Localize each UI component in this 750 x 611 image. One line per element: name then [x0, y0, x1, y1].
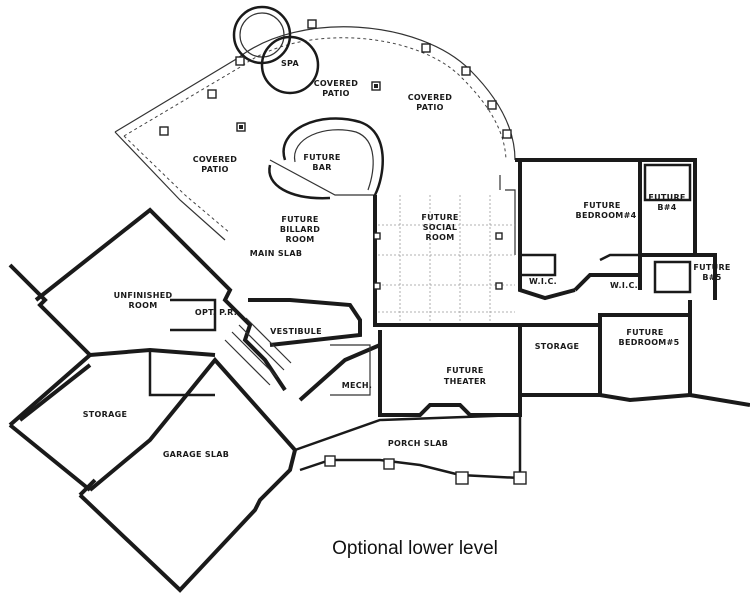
label-unfinished-1: UNFINISHED: [114, 291, 173, 300]
future-bar: [268, 117, 384, 200]
room-labels: SPA COVERED PATIO COVERED PATIO COVERED …: [83, 59, 731, 459]
exterior-walls: [8, 158, 750, 593]
label-covered-patio-3b: PATIO: [201, 165, 228, 174]
label-future-social-2: SOCIAL: [423, 223, 458, 232]
label-future-social-1: FUTURE: [421, 213, 458, 222]
label-covered-patio-2: COVERED: [408, 93, 453, 102]
label-main-slab: MAIN SLAB: [250, 249, 302, 258]
label-spa: SPA: [281, 59, 299, 68]
label-future-billiard-3: ROOM: [286, 235, 315, 244]
label-covered-patio-1b: PATIO: [322, 89, 349, 98]
label-future-bedroom5-1: FUTURE: [626, 328, 663, 337]
label-future-billiard-1: FUTURE: [281, 215, 318, 224]
label-covered-patio-1: COVERED: [314, 79, 359, 88]
label-future-ba4-2: B#4: [657, 203, 676, 212]
label-vestibule: VESTIBULE: [270, 327, 322, 336]
label-future-bar: FUTURE: [303, 153, 340, 162]
spa: [232, 5, 320, 95]
label-garage-slab: GARAGE SLAB: [163, 450, 229, 459]
label-future-theater-2: THEATER: [444, 377, 486, 386]
label-storage-2: STORAGE: [83, 410, 128, 419]
label-covered-patio-2b: PATIO: [416, 103, 443, 112]
label-unfinished-2: ROOM: [129, 301, 158, 310]
porch-posts: [324, 455, 527, 485]
label-future-bedroom4-1: FUTURE: [583, 201, 620, 210]
label-wic-2: W.I.C.: [610, 281, 638, 290]
label-future-social-3: ROOM: [426, 233, 455, 242]
label-future-bedroom4-2: BEDROOM#4: [576, 211, 637, 220]
social-room-grid: [373, 195, 515, 322]
label-covered-patio-3: COVERED: [193, 155, 238, 164]
label-storage-1: STORAGE: [535, 342, 580, 351]
interior-walls: [148, 163, 692, 397]
label-future-ba4-1: FUTURE: [648, 193, 685, 202]
label-mech: MECH.: [342, 381, 373, 390]
label-porch-slab: PORCH SLAB: [388, 439, 448, 448]
caption: Optional lower level: [332, 538, 498, 559]
label-future-ba5-1: FUTURE: [693, 263, 730, 272]
label-future-bedroom5-2: BEDROOM#5: [619, 338, 680, 347]
label-future-billiard-2: BILLARD: [280, 225, 320, 234]
covered-patio-outline: [114, 26, 516, 241]
label-future-theater-1: FUTURE: [446, 366, 483, 375]
label-wic-1: W.I.C.: [529, 277, 557, 286]
label-future-ba5-2: B#5: [702, 273, 721, 282]
label-future-bar-2: BAR: [312, 163, 331, 172]
label-opt-pr: OPT. P.R.: [195, 308, 237, 317]
patio-posts: [159, 19, 512, 139]
